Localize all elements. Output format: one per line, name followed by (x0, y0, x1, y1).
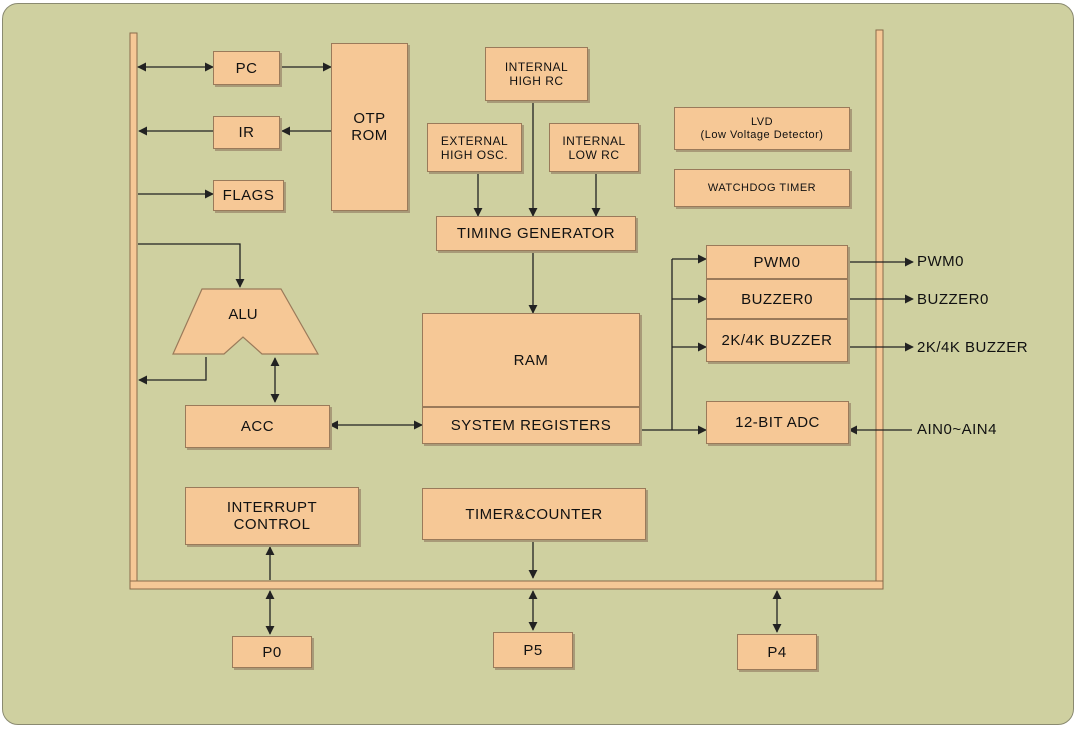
interrupt-control-block: INTERRUPT CONTROL (185, 487, 359, 545)
wire-bus-alu (138, 243, 245, 288)
adc-block: 12-BIT ADC (706, 401, 849, 444)
acc-block: ACC (185, 405, 330, 448)
port-p0-block: P0 (232, 636, 312, 668)
buzzer-2k4k-block: 2K/4K BUZZER (706, 319, 848, 362)
timer-counter-block: TIMER&COUNTER (422, 488, 646, 540)
internal-low-rc-block: INTERNAL LOW RC (549, 123, 639, 172)
alu-shape (172, 288, 320, 355)
watchdog-timer-block: WATCHDOG TIMER (674, 169, 850, 207)
internal-high-rc-block: INTERNAL HIGH RC (485, 47, 588, 101)
flags-block: FLAGS (213, 180, 284, 211)
pwm0-output-label: PWM0 (917, 253, 964, 270)
lvd-block: LVD (Low Voltage Detector) (674, 107, 850, 150)
buzzer0-block: BUZZER0 (706, 279, 848, 319)
pc-block: PC (213, 51, 280, 85)
bus-right-rail (875, 29, 884, 590)
wire-alu-bus (138, 357, 207, 385)
port-p4-block: P4 (737, 634, 817, 670)
otp-rom-block: OTP ROM (331, 43, 408, 211)
buzzer0-output-label: BUZZER0 (917, 291, 989, 308)
timing-generator-block: TIMING GENERATOR (436, 216, 636, 251)
system-registers-block: SYSTEM REGISTERS (422, 407, 640, 444)
adc-input-label: AIN0~AIN4 (917, 421, 997, 438)
external-high-osc-block: EXTERNAL HIGH OSC. (427, 123, 522, 172)
port-p5-block: P5 (493, 632, 573, 668)
ram-block: RAM (422, 313, 640, 407)
ir-block: IR (213, 116, 280, 149)
pwm0-block: PWM0 (706, 245, 848, 279)
bus-bottom-rail (129, 580, 884, 590)
alu-label: ALU (228, 306, 258, 323)
bus-left-rail (129, 32, 138, 590)
main-bus (129, 29, 884, 590)
buzzer-2k4k-output-label: 2K/4K BUZZER (917, 339, 1029, 356)
